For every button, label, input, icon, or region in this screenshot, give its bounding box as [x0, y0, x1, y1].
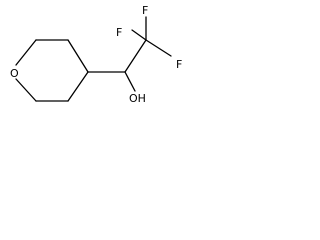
fluorine-right-label: F [176, 58, 182, 71]
fluorine-left-label: F [116, 26, 122, 39]
ring-bond-o-c2 [15, 39, 37, 66]
ring-bond-c4-c5 [67, 71, 89, 102]
bond-cf3-f-left [131, 29, 147, 41]
ring-oxygen-label: O [10, 67, 19, 80]
tetrahydropyranyl-trifluoroethanol-structure: O F F F OH [10, 4, 182, 105]
ring-bond-c3-c4 [67, 39, 89, 73]
bond-carbinol-oh [124, 71, 136, 92]
ring-bond-c6-o [15, 78, 37, 102]
fluorine-top-label: F [142, 4, 148, 17]
hydroxyl-label: OH [129, 92, 146, 105]
bond-cf3-f-right [145, 39, 172, 57]
bond-carbinol-cf3 [124, 39, 147, 73]
